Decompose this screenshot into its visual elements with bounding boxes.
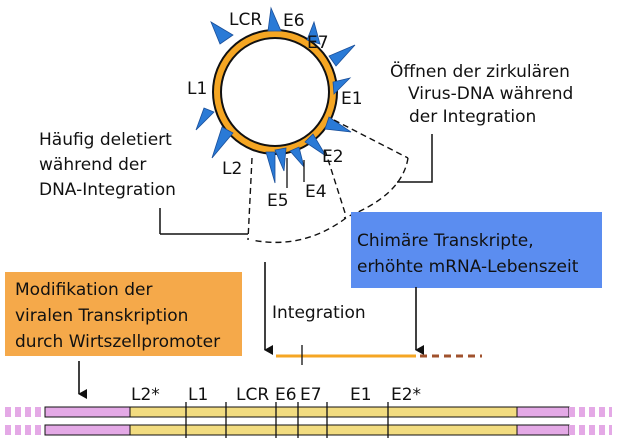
opening-line-3: der Integration — [409, 107, 536, 127]
linear-integrated-dna — [5, 402, 612, 438]
marker-l1-triangle — [195, 107, 215, 131]
label-e2: E2 — [322, 147, 344, 167]
marker-e5b-triangle — [265, 151, 276, 184]
marker-e7b-triangle — [328, 44, 356, 67]
chimeric-line-1: Chimäre Transkripte, — [357, 231, 534, 251]
linear-label-lcr: LCR — [236, 385, 269, 405]
label-l1: L1 — [187, 79, 207, 99]
label-e6: E6 — [283, 11, 305, 31]
label-e5: E5 — [267, 191, 289, 211]
host-dna-dashes — [5, 407, 612, 435]
integration-label: Integration — [272, 303, 366, 323]
site-markers — [195, 6, 356, 184]
label-e1: E1 — [341, 89, 363, 109]
arrows — [78, 262, 424, 399]
label-e4: E4 — [305, 182, 327, 202]
marker-lcr-triangle — [210, 21, 234, 45]
deleted-line-2: während der — [39, 155, 146, 175]
linear-label-e7: E7 — [300, 385, 322, 405]
label-l2: L2 — [222, 159, 242, 179]
linear-label-e1: E1 — [350, 385, 372, 405]
host-strand-top-left — [44, 406, 131, 418]
leader-lines — [159, 134, 433, 235]
linear-gene-ticks — [185, 402, 389, 438]
viral-strand-bottom — [129, 424, 518, 436]
marker-e6-triangle — [267, 6, 282, 32]
modification-box-bg — [5, 272, 242, 356]
marker-e2b-triangle — [304, 133, 327, 157]
opening-leader — [397, 134, 433, 183]
linear-label-e2: E2* — [391, 385, 421, 405]
marker-l2-triangle — [211, 126, 234, 159]
marker-e1-triangle — [332, 77, 352, 95]
deleted-dash-arc — [251, 217, 347, 244]
opening-dash-upper — [333, 119, 409, 159]
linear-label-e6: E6 — [275, 385, 297, 405]
linear-label-l1: L1 — [188, 385, 208, 405]
host-strand-bottom-left — [44, 424, 131, 436]
chimeric-box-bg — [351, 212, 602, 288]
modification-line-2: viralen Transkription — [15, 306, 188, 326]
modification-box: Modifikation der viralen Transkription d… — [5, 272, 242, 356]
circle-labels: LCR E6 E7 E1 E2 E4 E5 L1 L2 — [187, 10, 363, 211]
viral-strand-top — [129, 406, 518, 418]
opening-dashes — [324, 119, 409, 219]
deleted-line-3: DNA-Integration — [39, 180, 176, 200]
opening-dash-arc — [343, 157, 409, 219]
modification-line-3: durch Wirtszellpromoter — [15, 332, 220, 352]
host-strand-top-right — [516, 406, 570, 418]
label-e7: E7 — [307, 33, 329, 53]
chimeric-box: Chimäre Transkripte, erhöhte mRNA-Lebens… — [351, 212, 602, 288]
linear-label-l2: L2* — [131, 385, 160, 405]
opening-dash-lower — [324, 149, 347, 217]
gene-ticks — [286, 158, 305, 188]
annotation-deleted: Häufig deletiert während der DNA-Integra… — [39, 130, 176, 200]
modification-line-1: Modifikation der — [15, 280, 152, 300]
linear-labels: L2* L1 LCR E6 E7 E1 E2* — [131, 385, 421, 405]
host-strand-bottom-right — [516, 424, 570, 436]
opening-line-1: Öffnen der zirkulären — [390, 60, 570, 82]
deleted-dashes — [247, 157, 347, 244]
annotation-opening: Öffnen der zirkulären Virus-DNA während … — [390, 60, 573, 127]
chimeric-line-2: erhöhte mRNA-Lebenszeit — [357, 257, 579, 277]
marker-e7a-triangle — [306, 20, 321, 45]
transcript — [276, 345, 482, 365]
deleted-dash-left — [247, 157, 253, 241]
label-lcr: LCR — [229, 10, 262, 30]
marker-e2a-triangle — [324, 116, 352, 133]
marker-e4-triangle — [289, 146, 305, 168]
opening-line-2: Virus-DNA während — [408, 84, 573, 104]
deleted-line-1: Häufig deletiert — [39, 130, 172, 150]
marker-e5a-triangle — [274, 147, 287, 172]
